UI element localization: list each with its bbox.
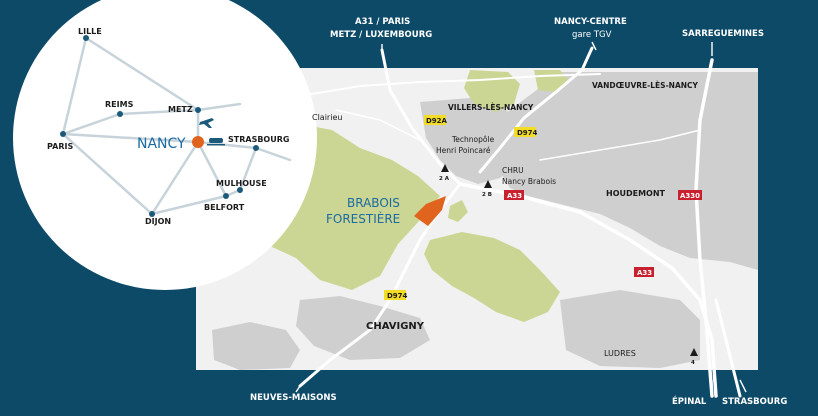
- city-dot-metz: [195, 107, 201, 113]
- place-ludres: LUDRES: [604, 349, 636, 358]
- inset-label-belfort: BELFORT: [204, 203, 245, 212]
- road-badge-a33-2: A33: [634, 267, 654, 277]
- arrow-nancy-centre: [591, 41, 597, 51]
- city-dot-lille: [83, 35, 89, 41]
- inset-cities: [60, 35, 259, 217]
- inset-route-nancy-strasbourg: [196, 140, 258, 150]
- city-dot-reims: [117, 111, 123, 117]
- exit-label-a31: A31 / PARIS: [355, 17, 410, 27]
- urban-neuves-maisons: [212, 322, 300, 370]
- road-local: [335, 109, 701, 161]
- exit-label-metz-lux: METZ / LUXEMBOURG: [330, 30, 432, 40]
- city-dot-mulhouse: [237, 187, 243, 193]
- city-dot-nancy: [192, 136, 204, 148]
- road-badge-a330: A330: [678, 190, 702, 200]
- forest-small: [448, 200, 468, 222]
- inset-route-paris-nancy: [61, 132, 200, 144]
- site-marker: [414, 196, 446, 226]
- exit-label-nancy-centre: NANCY-CENTRE: [554, 17, 627, 27]
- svg-text:A330: A330: [680, 192, 700, 200]
- place-brabois: BRABOIS: [347, 196, 400, 210]
- inset-label-paris: PARIS: [47, 142, 73, 151]
- road-badge-d92a: D92A: [424, 115, 448, 125]
- inset-label-reims: REIMS: [105, 100, 134, 109]
- place-chru: CHRU: [502, 166, 524, 175]
- junction-2b: 2 B: [482, 180, 492, 198]
- plane-icon: [199, 118, 214, 128]
- place-clairieu: Clairieu: [312, 113, 342, 122]
- city-dot-dijon: [149, 211, 155, 217]
- roads: [298, 46, 742, 398]
- svg-text:D974: D974: [517, 129, 538, 137]
- inset-label-mulhouse: MULHOUSE: [216, 179, 267, 188]
- inset-route-nancy-belfort: [196, 140, 228, 198]
- inset-circle: [13, 0, 317, 290]
- inset-route-dijon-belfort: [150, 194, 228, 216]
- junction-icon: [690, 348, 698, 356]
- exit-label-sarreguemines: SARREGUEMINES: [682, 29, 764, 39]
- place-houdemont: HOUDEMONT: [606, 189, 666, 198]
- road-badge-d974-bottom: D974: [384, 290, 408, 300]
- place-technopole: Technopôle: [451, 135, 495, 144]
- inset-label-metz: METZ: [168, 105, 193, 114]
- inset-route-paris-dijon: [61, 132, 154, 216]
- road-villers: [299, 73, 601, 97]
- urban-areas: [212, 72, 758, 370]
- exit-arrows: [295, 41, 747, 393]
- forest-brabois: [214, 124, 440, 290]
- urban-villers: [420, 98, 530, 184]
- exit-label-strasbourg: STRASBOURG: [722, 397, 787, 407]
- place-technopole-2: Henri Poincaré: [436, 146, 491, 155]
- arrow-strasbourg: [739, 379, 747, 393]
- svg-text:2 A: 2 A: [439, 176, 450, 182]
- forest-south: [424, 232, 560, 322]
- inset-label-strasbourg: STRASBOURG: [228, 135, 289, 144]
- road-badge-a33-1: A33: [504, 190, 524, 200]
- inset-label-nancy: NANCY: [137, 136, 186, 152]
- place-villers: VILLERS-LÈS-NANCY: [448, 103, 534, 112]
- svg-text:D92A: D92A: [426, 117, 448, 125]
- svg-text:2 B: 2 B: [482, 192, 492, 198]
- arrow-neuves-maisons: [295, 385, 301, 393]
- place-vandoeuvre: VANDŒUVRE-LÈS-NANCY: [592, 81, 699, 90]
- inset-route-reims-metz: [118, 108, 200, 116]
- exit-label-gare-tgv: gare TGV: [572, 30, 612, 40]
- urban-ludres: [560, 290, 700, 368]
- exit-label-neuves-maisons: NEUVES-MAISONS: [250, 393, 337, 403]
- junction-2a: 2 A: [439, 164, 450, 182]
- urban-vandoeuvre-houdemont: [486, 72, 758, 270]
- city-dot-paris: [60, 131, 66, 137]
- inset-label-lille: LILLE: [78, 27, 102, 36]
- road-nancy-centre: [478, 46, 594, 174]
- junction-icon: [441, 164, 449, 172]
- svg-text:A33: A33: [507, 192, 522, 200]
- urban-chavigny: [296, 296, 430, 360]
- exit-label-epinal: ÉPINAL: [672, 395, 707, 407]
- inset-route-strasbourg-mulhouse: [238, 146, 258, 192]
- train-icon: [207, 138, 225, 146]
- inset-route-lille-metz: [84, 36, 200, 112]
- city-dot-belfort: [223, 193, 229, 199]
- road-a330: [694, 58, 714, 398]
- inset-route-paris-reims: [61, 112, 122, 136]
- place-chru-2: Nancy Brabois: [502, 177, 556, 186]
- city-dot-strasbourg: [253, 145, 259, 151]
- road-a33: [458, 182, 718, 398]
- place-brabois-2: FORESTIÈRE: [326, 211, 400, 226]
- inset-route-east: [196, 102, 292, 162]
- inset-route-nancy-dijon: [150, 140, 200, 216]
- road-east-exit: [714, 298, 742, 398]
- road-badge-d974-top: D974: [514, 127, 538, 137]
- inset-route-lille-paris: [61, 36, 88, 136]
- place-chavigny: CHAVIGNY: [366, 321, 425, 332]
- junction-icon: [484, 180, 492, 188]
- inset-label-dijon: DIJON: [145, 217, 171, 226]
- svg-text:D974: D974: [387, 292, 408, 300]
- svg-text:4: 4: [691, 360, 695, 366]
- junction-4: 4: [690, 348, 698, 366]
- svg-text:A33: A33: [637, 269, 652, 277]
